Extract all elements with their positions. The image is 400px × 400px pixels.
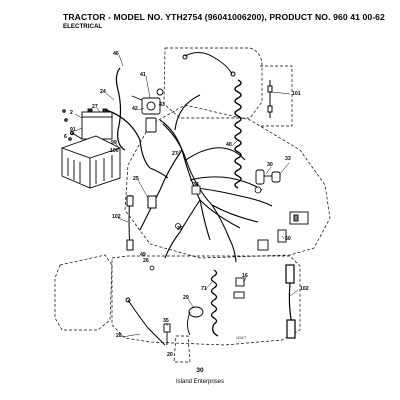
callout-labels: 46 41 24 42 43 27 2 91 6 99 100 27 101 4… [64, 51, 309, 358]
ground-wire [125, 297, 166, 346]
callout-label: 27 [92, 104, 98, 110]
callout-label: 26 [143, 258, 149, 264]
callout-label: 33 [285, 156, 291, 162]
callout-label: 24 [100, 89, 106, 95]
battery-cables [62, 67, 151, 169]
callout-label: 49 [140, 252, 146, 258]
callout-label: 30 [267, 162, 273, 168]
callout-label: 91 [70, 127, 76, 133]
pto-connector [187, 306, 204, 336]
relay-16 [233, 277, 245, 299]
connector-35 [163, 323, 171, 345]
fuse-holder [255, 169, 281, 185]
callout-label: 35 [163, 318, 169, 324]
callout-label: 99 [111, 140, 117, 146]
callout-label: 25 [133, 176, 139, 182]
callout-label: 46 [113, 51, 119, 57]
battery [71, 108, 113, 140]
wire-102-right [285, 264, 296, 339]
tractor-frame-outline [54, 47, 331, 363]
callout-label: 50 [285, 236, 291, 242]
solenoid [131, 88, 164, 133]
callout-label: 34 [193, 182, 199, 188]
battery-tray [61, 135, 121, 189]
callout-label: 39 [177, 226, 183, 232]
callout-label: 100 [110, 148, 119, 154]
callout-label: 20 [167, 352, 173, 358]
coiled-wire-71 [210, 269, 219, 337]
callout-label: 2 [70, 110, 73, 116]
page-number: 30 [196, 367, 204, 374]
callout-label: 42 [132, 106, 138, 112]
fasteners [149, 185, 262, 271]
callout-label: 41 [140, 72, 146, 78]
publisher: Island Enterprises [175, 379, 225, 385]
callout-label: 101 [292, 91, 301, 97]
callout-label: 102 [112, 214, 121, 220]
callout-label: 27 [172, 151, 178, 157]
wiring-harness [139, 94, 273, 263]
callout-label: 16 [242, 273, 248, 279]
seat-switch [289, 211, 309, 225]
page-title: TRACTOR - MODEL NO. YTH2754 (96041006200… [63, 12, 385, 22]
callout-label: 71 [201, 286, 207, 292]
callout-label: 40 [226, 142, 232, 148]
brake-switch [257, 229, 287, 251]
callout-label: 29 [183, 295, 189, 301]
callout-label: 102 [300, 286, 309, 292]
callout-label: 6 [64, 134, 67, 140]
wire-102-left [126, 194, 157, 251]
coiled-harness [234, 79, 242, 189]
headlight-wire [182, 52, 236, 77]
leader-lines [74, 54, 299, 338]
wire-101 [267, 80, 273, 118]
section-title: ELECTRICAL [63, 23, 103, 30]
drawing-reference: 110677 [236, 336, 247, 340]
callout-label: 28 [116, 333, 122, 339]
callout-label: 43 [159, 102, 165, 108]
